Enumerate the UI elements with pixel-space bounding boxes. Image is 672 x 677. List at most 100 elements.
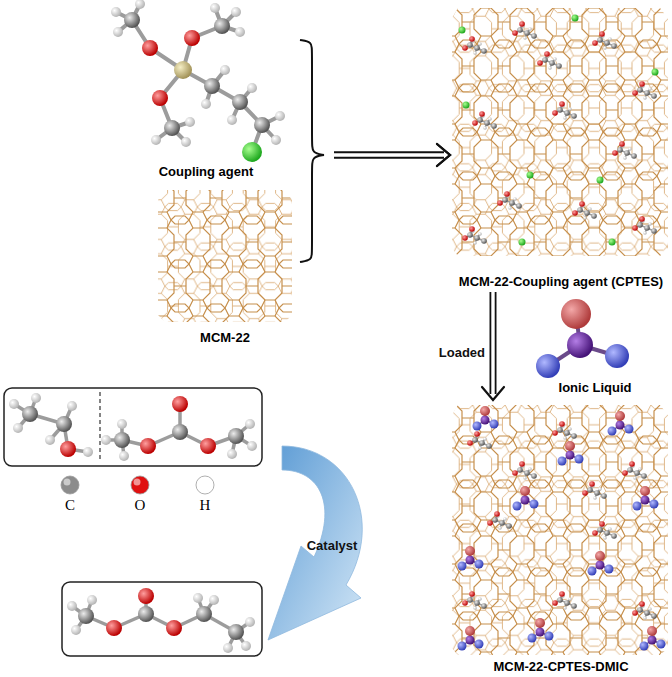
catalyst-framework <box>473 406 499 431</box>
reactant-box <box>45 435 55 445</box>
reactant-box <box>245 419 255 429</box>
reactant-box <box>67 401 77 411</box>
reactant-box <box>13 423 23 433</box>
catalyst-framework <box>487 511 512 530</box>
reactant-box <box>172 424 188 440</box>
node-label: Coupling agent <box>159 164 254 179</box>
illustration-node: MCM-22-Coupling agent (CPTES) <box>450 0 672 292</box>
arrow-head <box>482 387 504 400</box>
catalyst-framework <box>552 591 577 610</box>
reactant-box <box>117 419 127 429</box>
product-box <box>193 593 203 603</box>
coupling-agent-molecule <box>142 40 158 56</box>
grafted-framework <box>632 81 657 100</box>
catalyst-framework <box>513 486 539 511</box>
reactant-box <box>101 435 111 445</box>
reactant-box <box>227 449 237 459</box>
reactant-box <box>140 438 156 454</box>
product-box <box>67 601 77 611</box>
catalyst-framework <box>452 405 668 655</box>
catalyst-framework <box>582 481 607 500</box>
coupling-agent-molecule <box>111 7 121 17</box>
reactant-box <box>4 388 262 466</box>
atom-swatch-frame <box>128 473 152 497</box>
grafted-framework <box>452 8 668 256</box>
arrow-label: Catalyst <box>307 538 358 553</box>
product-box <box>71 625 81 635</box>
illustration-node: Coupling agent <box>112 0 300 182</box>
double-arrow-line <box>334 152 444 159</box>
grafted-framework <box>612 141 637 160</box>
coupling-agent-molecule <box>135 0 145 9</box>
process-arrow <box>300 40 450 166</box>
coupling-agent-molecule <box>113 27 123 37</box>
product-box <box>228 624 244 640</box>
coupling-agent-molecule <box>242 142 262 162</box>
catalyst-framework <box>633 486 659 511</box>
atom-swatch <box>131 476 149 494</box>
node-label: MCM-22-Coupling agent (CPTES) <box>459 274 663 289</box>
grafted-framework <box>497 191 522 210</box>
node-label: MCM-22 <box>200 330 250 345</box>
grafted-framework <box>537 51 562 70</box>
grafted-framework <box>572 15 579 22</box>
illustration-node: MCM-22 <box>150 182 300 348</box>
coupling-agent-molecule <box>174 61 192 79</box>
ionic-liquid-molecule <box>567 332 593 358</box>
catalyst-framework <box>622 461 647 480</box>
illustration-node: Ionic Liquid <box>525 294 665 398</box>
reactant-box <box>99 392 100 462</box>
product-box <box>62 582 262 656</box>
coupling-agent-molecule <box>227 115 237 125</box>
product-box <box>166 620 182 636</box>
coupling-agent-molecule <box>210 3 220 13</box>
reactant-box <box>56 416 72 432</box>
coupling-agent-molecule <box>235 27 245 37</box>
coupling-agent-molecule <box>185 117 195 127</box>
reactant-box <box>22 406 38 422</box>
coupling-agent-molecule <box>254 117 270 133</box>
zeolite-framework <box>158 190 292 322</box>
grafted-framework <box>472 111 497 130</box>
catalyst-framework <box>452 405 668 655</box>
legend-label: C <box>65 497 75 514</box>
grafted-framework <box>459 27 466 34</box>
grafted-framework <box>512 21 537 40</box>
grafted-framework <box>652 69 659 76</box>
reaction-arrow <box>268 446 362 640</box>
double-arrow-line <box>334 152 444 159</box>
catalyst-framework <box>608 411 634 436</box>
ionic-liquid-molecule <box>536 299 629 378</box>
illustration-node: MCM-22-CPTES-DMIC <box>450 400 672 677</box>
product-box <box>241 641 251 651</box>
grafted-framework <box>463 102 470 109</box>
grafted-framework <box>552 101 577 120</box>
brace-line <box>300 155 324 262</box>
reactant-box <box>4 388 262 466</box>
reactant-box <box>9 399 19 409</box>
zeolite-framework <box>158 190 292 322</box>
product-box <box>62 582 262 656</box>
product-box <box>223 643 233 653</box>
atom-swatch-frame <box>58 473 82 497</box>
catalyst-framework <box>452 405 668 655</box>
grafted-framework <box>452 8 668 256</box>
arrow-head <box>437 144 450 166</box>
process-arrow <box>482 292 504 400</box>
node-label: Ionic Liquid <box>559 380 632 395</box>
ionic-liquid-molecule <box>536 354 560 378</box>
atom-swatch <box>61 476 79 494</box>
catalyst-framework <box>512 461 537 480</box>
coupling-agent-molecule <box>231 7 241 17</box>
product-box <box>209 595 219 605</box>
process-arrow <box>300 144 450 262</box>
brace-line <box>300 40 324 155</box>
swatch-highlight <box>134 479 141 486</box>
reactant-box <box>83 447 93 457</box>
catalyst-framework <box>458 546 484 571</box>
product-box <box>87 595 97 605</box>
grafted-framework <box>527 172 534 179</box>
coupling-agent-molecule <box>151 135 161 145</box>
